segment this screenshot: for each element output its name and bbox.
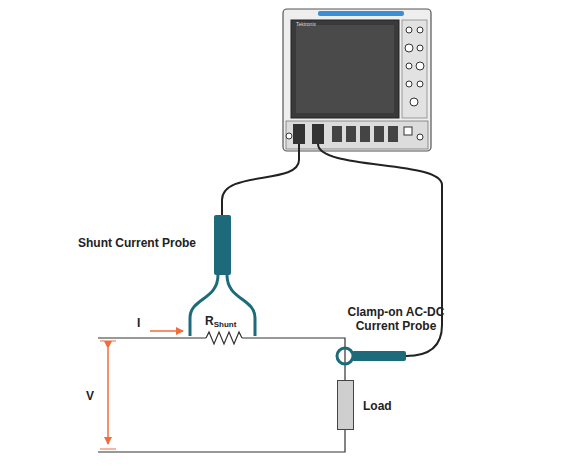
voltage-arrow [107, 348, 109, 444]
wire [98, 337, 206, 338]
current-arrow [150, 330, 183, 332]
clamp-probe-body [352, 351, 406, 361]
load-box: Load [337, 380, 354, 430]
resistor-label: R [205, 314, 214, 328]
probe-label: Shunt Current Probe [78, 236, 196, 250]
wire [242, 338, 345, 380]
resistor-subscript: Shunt [214, 320, 237, 330]
oscilloscope [283, 9, 431, 151]
load-label: Load [363, 399, 392, 413]
current-label: I [137, 316, 140, 330]
wire [98, 430, 345, 452]
voltage-label: V [86, 389, 94, 403]
probe-label: Clamp-on AC-DC Current Probe [331, 305, 461, 333]
brand-text: Tektronix [296, 21, 316, 28]
shunt-probe-body [214, 215, 231, 275]
voltage-tick [100, 341, 116, 449]
clamp-ring [337, 348, 353, 364]
probe-cable [222, 144, 299, 216]
resistor-symbol [206, 332, 242, 344]
